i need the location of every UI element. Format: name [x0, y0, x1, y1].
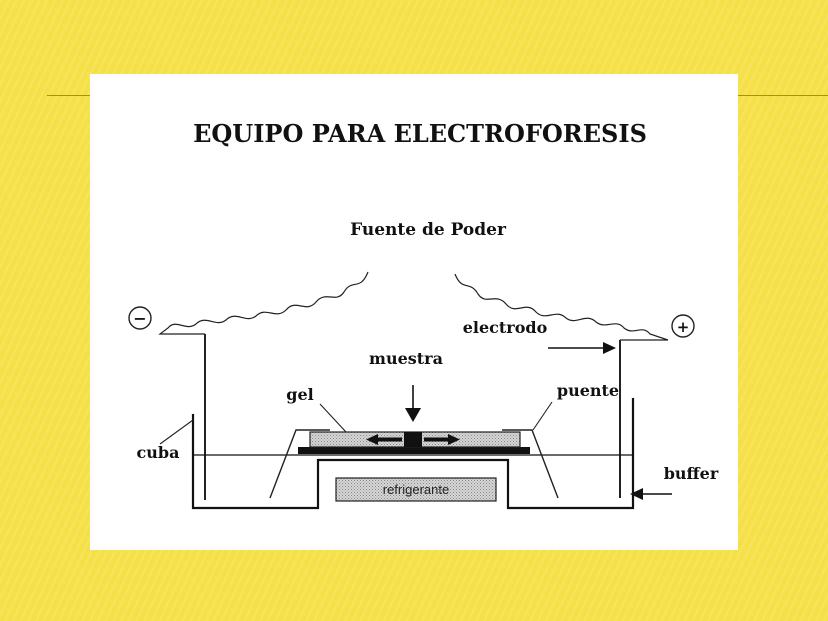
gel-platform	[298, 447, 530, 454]
right-bridge	[502, 429, 559, 499]
sample-well	[404, 432, 422, 447]
coolant-label: refrigerante	[383, 482, 449, 497]
electrode-label: electrodo	[463, 318, 548, 337]
gel-label: gel	[286, 385, 313, 404]
minus-sign: −	[133, 309, 146, 328]
migration-arrow-right-icon	[424, 434, 460, 445]
page-title: EQUIPO PARA ELECTROFORESIS	[193, 119, 647, 148]
electrode-arrow-icon	[603, 342, 616, 354]
slide-rule-left	[47, 95, 91, 96]
sample-label: muestra	[369, 349, 443, 368]
plus-sign: +	[677, 318, 690, 336]
tank-outline	[191, 398, 635, 510]
buffer-label: buffer	[664, 464, 719, 483]
negative-terminal-icon	[128, 306, 152, 330]
slide-rule-right	[737, 95, 828, 96]
right-wire	[454, 273, 669, 341]
migration-arrow-left-icon	[366, 434, 402, 445]
tank-leader-line	[159, 419, 194, 445]
gel-leader-line	[319, 403, 347, 433]
sample-arrow-icon	[405, 408, 421, 422]
left-wire	[158, 271, 369, 335]
diagram-panel	[90, 74, 738, 550]
power-source-label: Fuente de Poder	[350, 220, 507, 240]
bridge-leader-line	[532, 401, 553, 431]
bridge-label: puente	[557, 381, 619, 400]
positive-terminal-icon	[671, 314, 695, 338]
left-bridge	[269, 429, 330, 499]
buffer-arrow-icon	[630, 488, 643, 500]
coolant-block	[335, 477, 497, 502]
tank-label: cuba	[137, 443, 180, 462]
